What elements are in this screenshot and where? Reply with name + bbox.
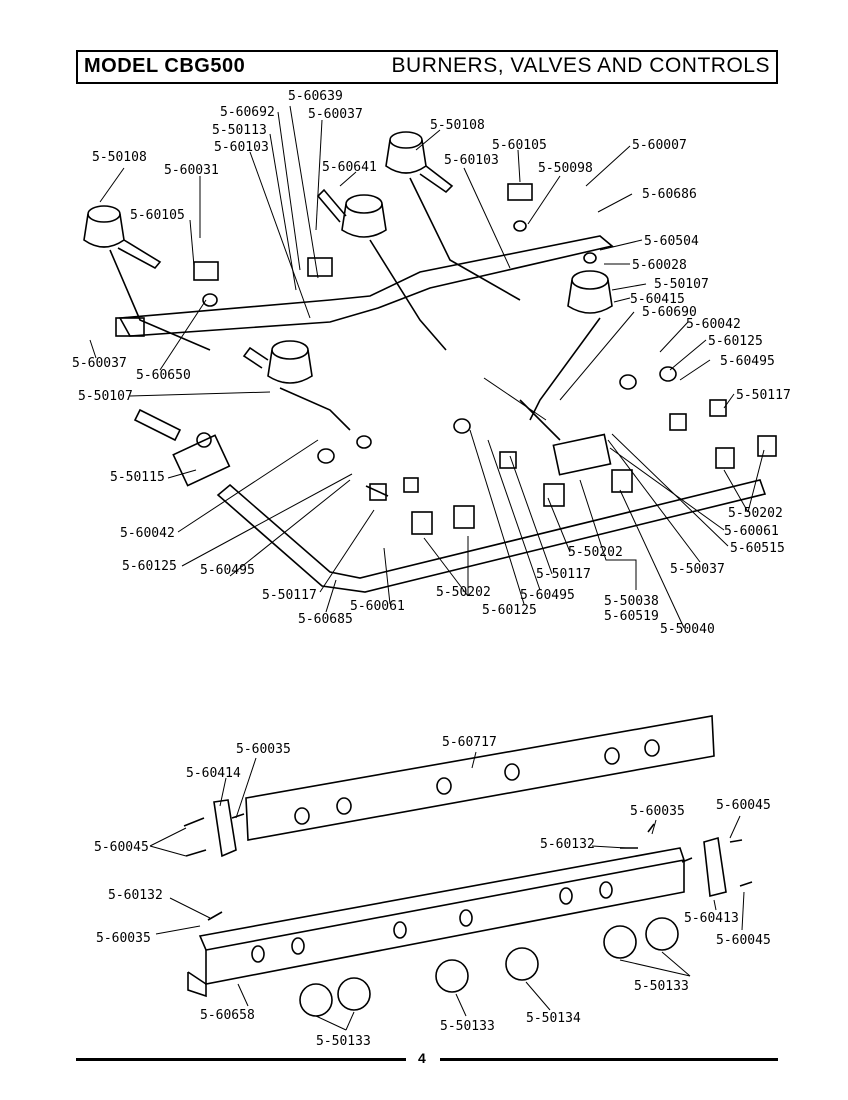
part-label: 5-50037 [670, 562, 725, 577]
part-label: 5-60042 [120, 526, 175, 541]
part-label: 5-50202 [568, 545, 623, 560]
part-label: 5-60495 [200, 563, 255, 578]
part-label: 5-50040 [660, 622, 715, 637]
part-label: 5-60045 [716, 798, 771, 813]
part-label: 5-60031 [164, 163, 219, 178]
part-label: 5-60132 [108, 888, 163, 903]
bottom-labels: 5-60035 5-60717 5-60414 5-60045 5-60035 … [94, 735, 771, 1049]
part-label: 5-60037 [72, 356, 127, 371]
burner-left-front [242, 340, 351, 431]
part-label: 5-50038 [604, 594, 659, 609]
part-label: 5-50098 [538, 161, 593, 176]
burner-bracket [118, 235, 614, 337]
part-label: 5-60690 [642, 305, 697, 320]
part-label: 5-60495 [520, 588, 575, 603]
valve-clips [115, 183, 777, 535]
part-label: 5-60105 [130, 208, 185, 223]
part-label: 5-60692 [220, 105, 275, 120]
control-panel-strip [245, 715, 715, 841]
part-label: 5-60045 [94, 840, 149, 855]
burner-right [529, 270, 613, 421]
part-label: 5-60413 [684, 911, 739, 926]
part-label: 5-50202 [436, 585, 491, 600]
part-label: 5-60035 [236, 742, 291, 757]
page-number: 4 [418, 1050, 426, 1066]
part-label: 5-60042 [686, 317, 741, 332]
part-label: 5-60103 [444, 153, 499, 168]
part-label: 5-50115 [110, 470, 165, 485]
part-label: 5-60045 [716, 933, 771, 948]
top-assembly [83, 105, 777, 629]
footer-rule-left [76, 1058, 406, 1061]
part-label: 5-60515 [730, 541, 785, 556]
part-label: 5-60414 [186, 766, 241, 781]
part-label: 5-60105 [492, 138, 547, 153]
part-label: 5-50117 [736, 388, 791, 403]
part-label: 5-60519 [604, 609, 659, 624]
part-label: 5-60007 [632, 138, 687, 153]
part-label: 5-60061 [724, 524, 779, 539]
leader-lines-bottom [149, 751, 745, 1031]
part-label: 5-50117 [262, 588, 317, 603]
part-label: 5-50108 [92, 150, 147, 165]
top-labels: 5-60639 5-60692 5-60037 5-50113 5-60103 … [72, 89, 791, 637]
part-label: 5-50107 [78, 389, 133, 404]
part-label: 5-50133 [316, 1034, 371, 1049]
panel-holes [294, 739, 660, 825]
part-label: 5-60495 [720, 354, 775, 369]
part-label: 5-60641 [322, 160, 377, 175]
bottom-assembly [149, 715, 753, 1031]
part-label: 5-60639 [288, 89, 343, 104]
valve-assembly [133, 408, 231, 487]
part-label: 5-60415 [630, 292, 685, 307]
part-label: 5-60650 [136, 368, 191, 383]
part-label: 5-60035 [630, 804, 685, 819]
part-label: 5-60685 [298, 612, 353, 627]
part-label: 5-60658 [200, 1008, 255, 1023]
part-label: 5-50202 [728, 506, 783, 521]
part-label: 5-60037 [308, 107, 363, 122]
knob-manifold [198, 847, 686, 951]
part-label: 5-60035 [96, 931, 151, 946]
part-label: 5-50117 [536, 567, 591, 582]
part-label: 5-50107 [654, 277, 709, 292]
part-label: 5-60028 [632, 258, 687, 273]
part-label: 5-60125 [122, 559, 177, 574]
part-label: 5-60686 [642, 187, 697, 202]
page-title: BURNERS, VALVES AND CONTROLS [391, 54, 770, 77]
part-label: 5-50113 [212, 123, 267, 138]
part-label: 5-60504 [644, 234, 699, 249]
part-label: 5-50134 [526, 1011, 581, 1026]
manifold-pipe [216, 479, 767, 593]
knobs [299, 917, 679, 1017]
manifold-holes [251, 881, 613, 963]
header-box: MODEL CBG500 BURNERS, VALVES AND CONTROL… [76, 50, 778, 84]
part-label: 5-50133 [634, 979, 689, 994]
part-label: 5-60132 [540, 837, 595, 852]
part-label: 5-50133 [440, 1019, 495, 1034]
bracket-right [703, 836, 727, 897]
model-label: MODEL CBG500 [84, 55, 246, 77]
part-label: 5-60103 [214, 140, 269, 155]
bracket-left [213, 799, 237, 858]
footer-rule-right [440, 1058, 778, 1061]
leader-lines [89, 105, 765, 629]
screws [183, 813, 753, 921]
burner-center-rear [385, 131, 521, 301]
part-label: 5-60125 [482, 603, 537, 618]
part-label: 5-60125 [708, 334, 763, 349]
burner-center [316, 188, 447, 351]
part-label: 5-60061 [350, 599, 405, 614]
part-label: 5-50108 [430, 118, 485, 133]
small-valves [202, 220, 727, 501]
part-label: 5-60717 [442, 735, 497, 750]
burner-left-rear [83, 205, 211, 351]
